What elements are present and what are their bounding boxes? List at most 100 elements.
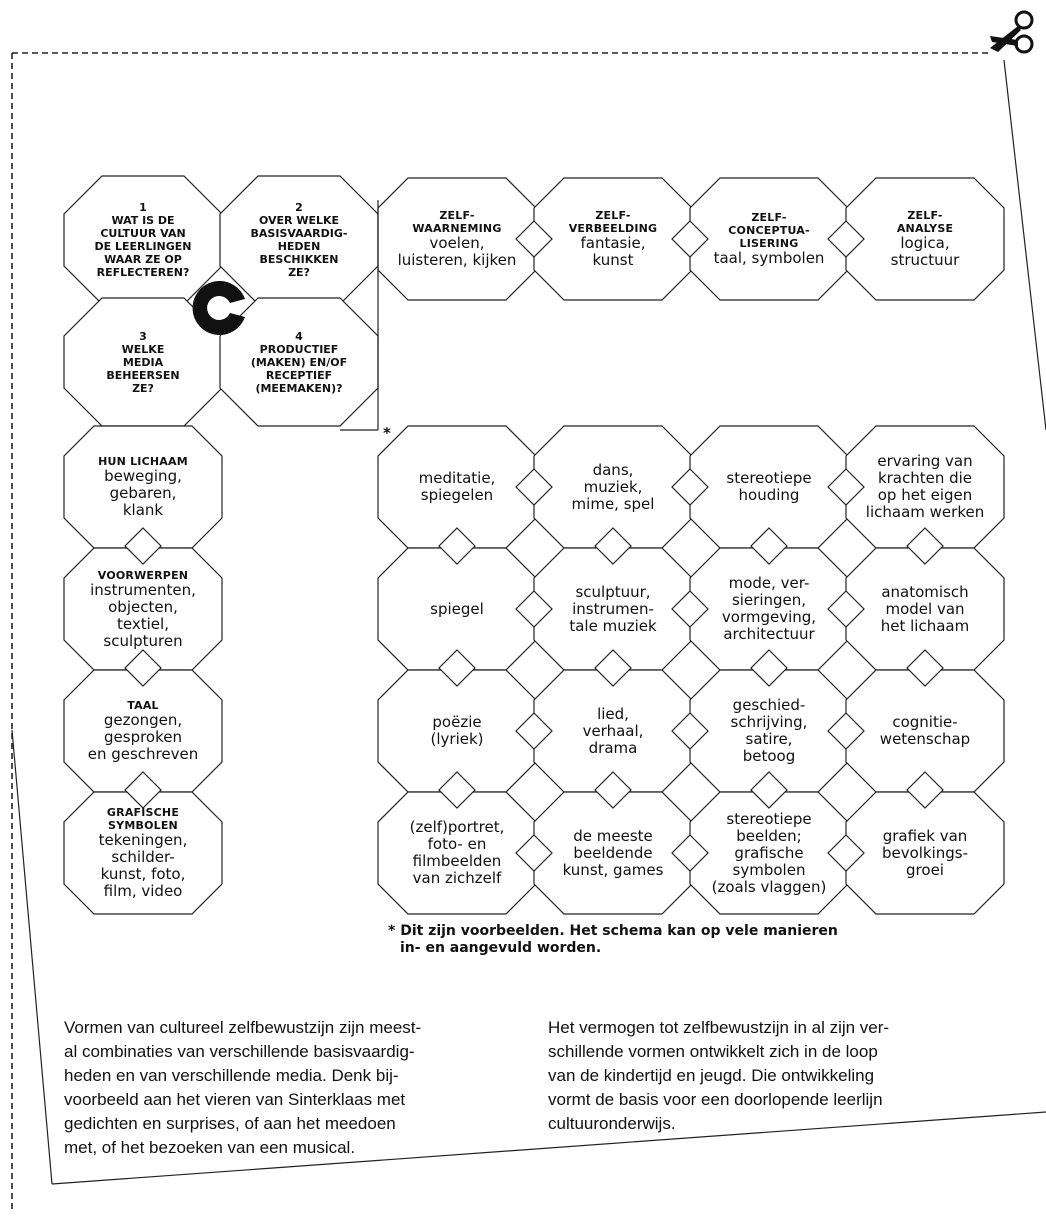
connector-diamond [515,220,553,258]
question-number: 4 [295,329,303,343]
cell-text: sieringen, [731,591,807,609]
connector-diamond [594,771,632,809]
cell-text: klank [122,501,164,519]
cell-text: verhaal, [582,721,644,740]
question-line: OVER WELKE [258,214,340,227]
cell-text: cognitie- [892,713,958,731]
cell-caption: SYMBOLEN [108,819,178,832]
cell-text: mode, ver- [728,574,810,592]
cell-text: stereotiepe [726,809,812,828]
cell-text: beeldende [573,843,653,862]
cell-text: lied, [597,704,629,723]
connector-diamond [671,468,709,506]
cell-text: meditatie, [418,469,496,487]
cell-caption: CONCEPTUA- [728,224,810,237]
question-line: (MAKEN) EN/OF [250,355,348,369]
cell-text: symbolen [732,860,806,879]
question-line: ZE? [132,381,154,395]
paragraph-line: schillende vormen ontwikkelt zich in de … [548,1042,878,1061]
media-octagon [63,791,223,915]
cut-line [11,52,990,1212]
cell-text: schilder- [111,848,175,866]
paragraph-line: heden en van verschillende media. Denk b… [64,1066,399,1085]
connector-diamond [827,468,865,506]
cell-text: kunst [592,251,634,269]
cell-text: (lyriek) [430,730,484,748]
cell-caption: GRAFISCHE [106,806,180,819]
question-line: RECEPTIEF [265,368,333,382]
question-number: 2 [295,201,303,214]
cell-text: instrumen- [572,599,654,618]
connector-diamond [515,712,553,750]
cell-text: poëzie [432,713,482,731]
cell-text: bevolkings- [881,843,969,862]
footnote: * Dit zijn voorbeelden. Het schema kan o… [388,923,838,957]
cell-text: sculptuur, [575,582,651,601]
paragraph-line: met, of het bezoeken van een musical. [64,1138,356,1157]
cell-text: grafische [734,843,804,862]
cell-text: film, video [103,882,183,900]
cell-caption: ZELF- [595,209,631,222]
page-frame [11,59,1046,1185]
connector-diamond [124,771,162,809]
cell-text: wetenschap [879,730,971,748]
c-logo-icon [192,281,245,335]
cell-text: foto- en [427,835,487,853]
question-line: BESCHIKKEN [259,253,339,266]
cell-text: luisteren, kijken [397,251,517,269]
cell-caption: ZELF- [907,209,943,222]
paragraph-line: Het vermogen tot zelfbewustzijn in al zi… [548,1018,890,1037]
connector-diamond [515,590,553,628]
paragraph-right: Het vermogen tot zelfbewustzijn in al zi… [548,1016,889,1136]
cell-text: anatomisch [881,582,969,601]
grid-cell: mode, ver-sieringen,vormgeving,architect… [690,548,848,670]
question-number: 1 [139,201,147,214]
cell-caption: TAAL [127,699,159,712]
cell-text: mime, spel [571,494,655,513]
grid-cell: spiegel [378,548,536,670]
connector-diamond [671,590,709,628]
cell-text: en geschreven [87,745,199,763]
cell-caption: VERBEELDING [568,222,658,235]
cell-caption: ZELF- [439,209,475,222]
question-number: 3 [139,329,147,343]
cell-text: stereotiepe [726,469,812,487]
question-line: PRODUCTIEF [259,342,339,356]
cell-caption: WAARNEMING [412,222,502,235]
cell-text: model van [885,599,965,618]
footnote-line-1: * Dit zijn voorbeelden. Het schema kan o… [388,923,838,939]
paragraph-line: vormt de basis voor een doorlopende leer… [548,1090,883,1109]
cell-text: voelen, [429,234,485,252]
grid-octagon [377,791,537,915]
paragraph-line: cultuuronderwijs. [548,1114,676,1133]
cell-text: architectuur [723,625,815,643]
paragraph-line: van de kindertijd en jeugd. Die ontwikke… [548,1066,875,1085]
cell-caption: HUN LICHAAM [98,455,188,468]
cell-text: spiegelen [420,486,494,504]
question-line: DE LEERLINGEN [94,240,192,253]
cell-text: grafiek van [882,826,968,845]
paragraph-line: gedichten en surprises, of aan het meedo… [64,1114,396,1133]
cell-text: vormgeving, [721,608,817,626]
cell-text: houding [738,486,800,504]
connector-diamond [750,527,788,565]
question-line: REFLECTEREN? [96,266,190,279]
grid-cell: cognitie-wetenschap [846,670,1004,792]
connector-diamond [438,527,476,565]
cell-text: geschied- [732,696,806,714]
question-octagon [219,297,379,427]
connector-diamond [515,468,553,506]
cell-caption: LISERING [739,237,799,250]
cell-text: het lichaam [880,616,970,635]
